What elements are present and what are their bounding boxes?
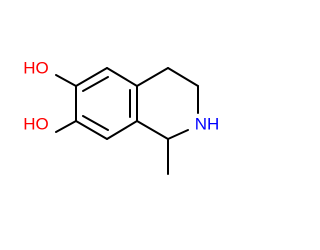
hydroxyl-label-top: HO [23, 59, 49, 78]
bond-c6-c1 [106, 67, 138, 87]
hydroxyl-label-bottom: HO [23, 115, 49, 134]
bond-c3-c4-inner [82, 115, 109, 131]
bond-c9-c5 [136, 120, 169, 140]
bond-c3-c4 [75, 120, 108, 140]
bond-c7-c8 [167, 67, 199, 87]
molecule-structure: HO HO NH [23, 59, 220, 175]
tetrahydro-ring [136, 67, 199, 175]
amine-label: NH [195, 115, 220, 134]
bond-c1-c2 [75, 67, 108, 87]
bond-c6-c7 [136, 67, 169, 87]
bond-c2-oh [55, 74, 77, 87]
bond-n-c9 [167, 129, 189, 140]
bond-c3-oh [55, 120, 77, 133]
bond-c4-c5 [106, 120, 138, 140]
aromatic-ring [75, 67, 138, 140]
bond-c1-c2-inner [82, 76, 109, 92]
